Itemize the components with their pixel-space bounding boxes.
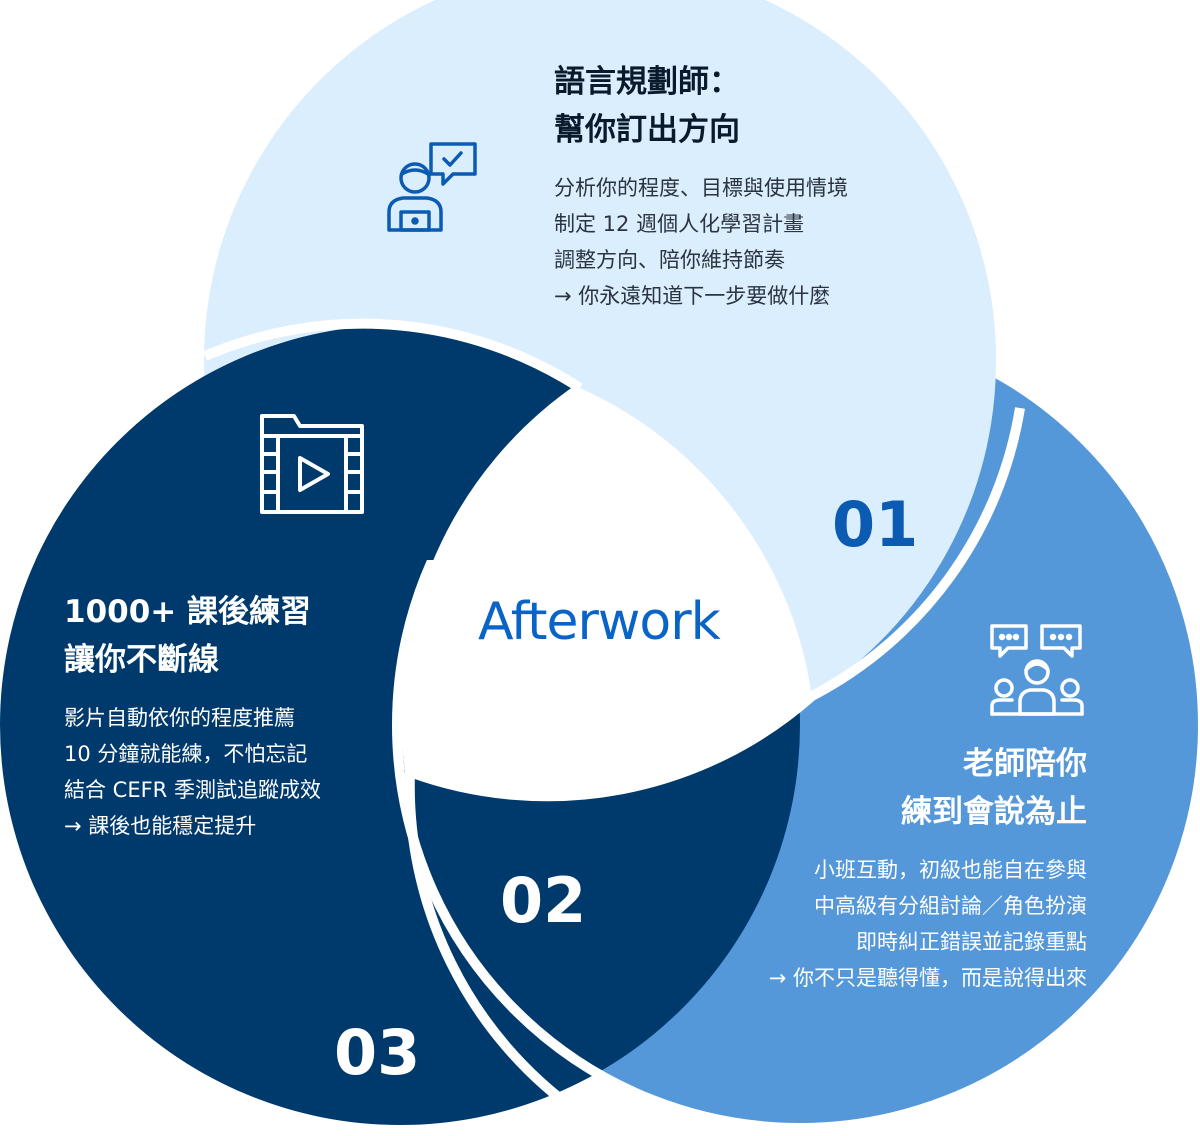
- brand-logo: Afterwork: [478, 592, 721, 652]
- description-line: 10 分鐘就能練，不怕忘記: [64, 742, 308, 766]
- video-folder-icon: [260, 414, 364, 514]
- description-line: 制定 12 週個人化學習計畫: [554, 212, 805, 236]
- section-01-description: 分析你的程度、目標與使用情境 制定 12 週個人化學習計畫 調整方向、陪你維持節…: [554, 170, 848, 314]
- section-02-number: 02: [500, 864, 587, 937]
- group-discussion-icon: [990, 624, 1084, 716]
- gap-stroke-5: [404, 771, 581, 1117]
- section-01-number: 01: [832, 488, 919, 561]
- description-line: 影片自動依你的程度推薦: [64, 706, 295, 730]
- description-line: 調整方向、陪你維持節奏: [554, 248, 785, 272]
- gap-stroke-1: [203, 318, 583, 393]
- description-line: 分析你的程度、目標與使用情境: [554, 176, 848, 200]
- gap-stroke-3: [408, 692, 816, 802]
- consultant-chat-icon: [387, 142, 477, 232]
- title-line: 老師陪你: [963, 746, 1087, 782]
- description-line: 中高級有分組討論／角色扮演: [814, 894, 1087, 918]
- description-line: 小班互動，初級也能自在參與: [814, 858, 1087, 882]
- center-area: [406, 388, 812, 797]
- section-01-title: 語言規劃師： 幫你訂出方向: [554, 58, 740, 154]
- section-03-title: 1000+ 課後練習 讓你不斷線: [64, 588, 311, 684]
- title-line: 練到會說為止: [901, 794, 1087, 830]
- title-line: 讓你不斷線: [64, 642, 219, 678]
- section-03-description: 影片自動依你的程度推薦 10 分鐘就能練，不怕忘記 結合 CEFR 季測試追蹤成…: [64, 700, 321, 844]
- title-line: 1000+ 課後練習: [64, 594, 312, 630]
- description-line: → 你不只是聽得懂，而是說得出來: [768, 966, 1087, 990]
- description-line: → 課後也能穩定提升: [64, 814, 257, 838]
- gap-stroke-4: [809, 407, 1025, 701]
- description-line: 結合 CEFR 季測試追蹤成效: [64, 778, 321, 802]
- description-line: 即時糾正錯誤並記錄重點: [856, 930, 1087, 954]
- description-line: → 你永遠知道下一步要做什麼: [554, 284, 831, 308]
- section-02-description: 小班互動，初級也能自在參與 中高級有分組討論／角色扮演 即時糾正錯誤並記錄重點 …: [769, 852, 1087, 996]
- title-line: 幫你訂出方向: [554, 112, 740, 148]
- title-line: 語言規劃師：: [554, 64, 740, 100]
- section-02-title: 老師陪你 練到會說為止: [901, 740, 1087, 836]
- gap-stroke-2: [401, 383, 583, 773]
- section-03-number: 03: [334, 1016, 421, 1089]
- circle-practice-overlay: [35, 325, 600, 560]
